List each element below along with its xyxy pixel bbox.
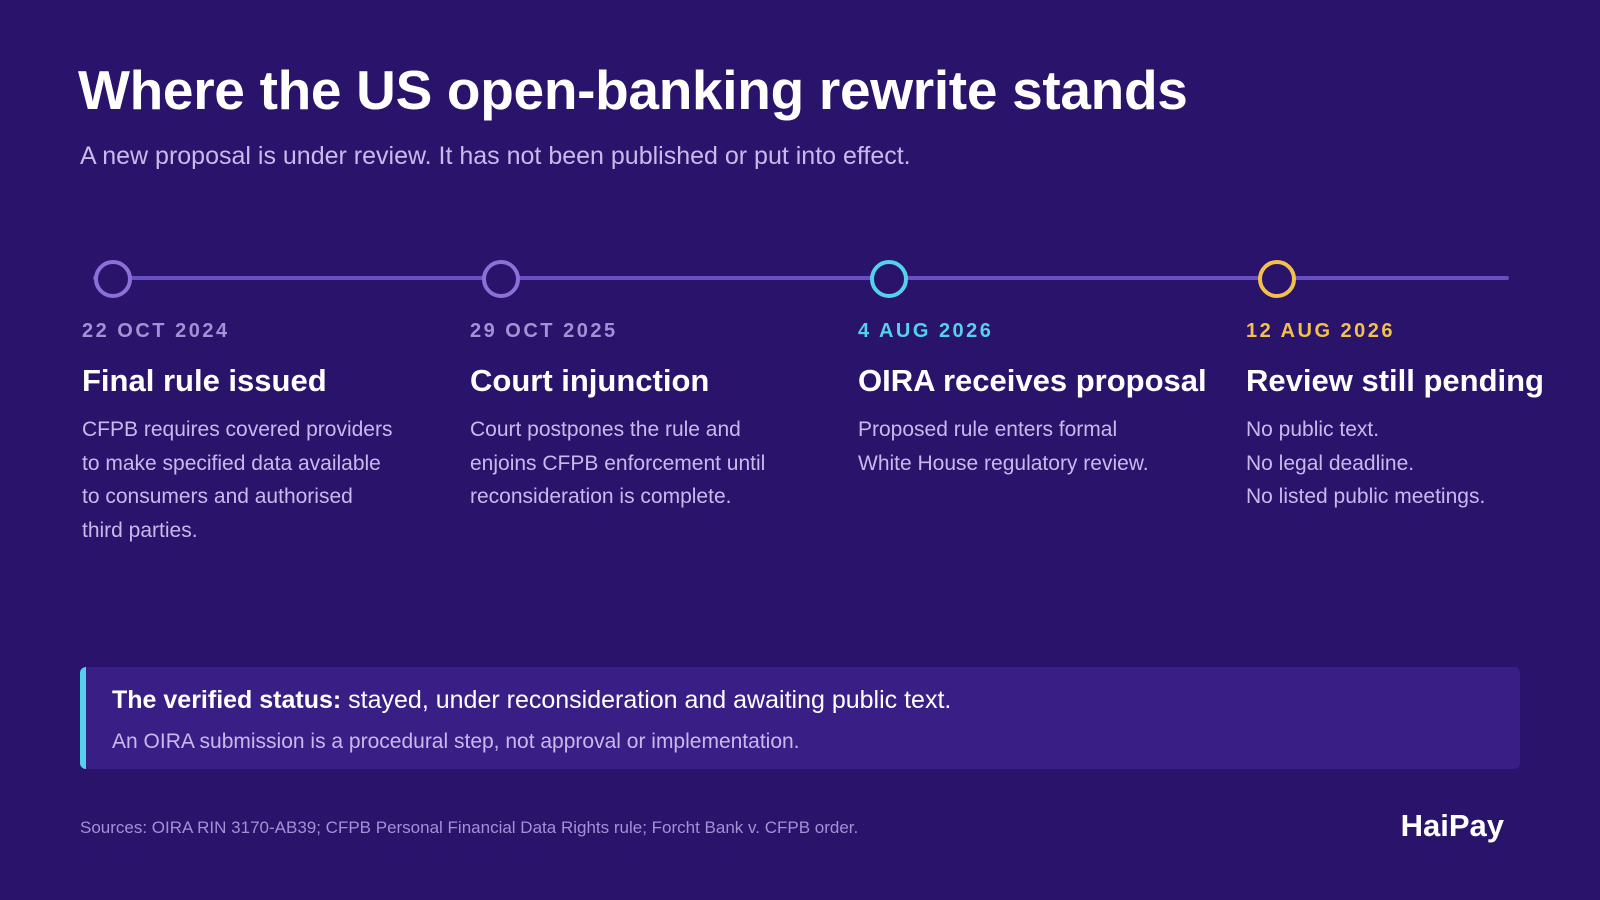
timeline-event-3: 4 AUG 2026 OIRA receives proposal Propos…: [858, 320, 1228, 480]
description-line: enjoins CFPB enforcement until: [470, 451, 766, 475]
event-date: 12 AUG 2026: [1246, 320, 1396, 342]
status-callout: The verified status: stayed, under recon…: [80, 667, 1520, 769]
timeline-line: [93, 276, 1509, 280]
description-line: third parties.: [82, 518, 198, 542]
description-line: to make specified data available: [82, 451, 381, 475]
status-note: An OIRA submission is a procedural step,…: [112, 730, 800, 753]
timeline-node-1: [94, 260, 132, 298]
sources-footnote: Sources: OIRA RIN 3170-AB39; CFPB Person…: [80, 818, 859, 837]
event-heading: Final rule issued: [82, 363, 327, 398]
description-line: CFPB requires covered providers: [82, 418, 393, 441]
description-line: Proposed rule enters formal: [858, 418, 1118, 441]
event-date: 29 OCT 2025: [470, 320, 618, 342]
event-heading: Review still pending: [1246, 363, 1544, 398]
event-date: 22 OCT 2024: [82, 320, 230, 342]
brand-logo: HaiPay: [1400, 808, 1504, 843]
description-line: White House regulatory review.: [858, 451, 1149, 475]
description-line: Court postpones the rule and: [470, 418, 741, 441]
event-description: CFPB requires covered providers to make …: [82, 413, 452, 547]
timeline-node-4: [1258, 260, 1296, 298]
status-text: stayed, under reconsideration and awaiti…: [341, 686, 952, 714]
page-title: Where the US open-banking rewrite stands: [78, 59, 1188, 121]
timeline-node-2: [482, 260, 520, 298]
event-heading: Court injunction: [470, 363, 710, 398]
status-statement: The verified status: stayed, under recon…: [112, 686, 951, 715]
description-line: No listed public meetings.: [1246, 485, 1486, 508]
status-label: The verified status:: [112, 686, 342, 714]
event-heading: OIRA receives proposal: [858, 363, 1207, 398]
timeline-event-1: 22 OCT 2024 Final rule issued CFPB requi…: [82, 320, 452, 547]
page-subtitle: A new proposal is under review. It has n…: [80, 142, 911, 170]
event-date: 4 AUG 2026: [858, 320, 994, 342]
description-line: to consumers and authorised: [82, 485, 353, 508]
description-line: No legal deadline.: [1246, 451, 1415, 475]
event-description: Court postpones the rule and enjoins CFP…: [470, 413, 840, 514]
event-description: No public text. No legal deadline. No li…: [1246, 413, 1576, 514]
event-description: Proposed rule enters formal White House …: [858, 413, 1228, 480]
timeline-node-3: [870, 260, 908, 298]
timeline-event-2: 29 OCT 2025 Court injunction Court postp…: [470, 320, 840, 514]
timeline-event-4: 12 AUG 2026 Review still pending No publ…: [1246, 320, 1576, 514]
description-line: reconsideration is complete.: [470, 485, 732, 508]
description-line: No public text.: [1246, 418, 1380, 441]
